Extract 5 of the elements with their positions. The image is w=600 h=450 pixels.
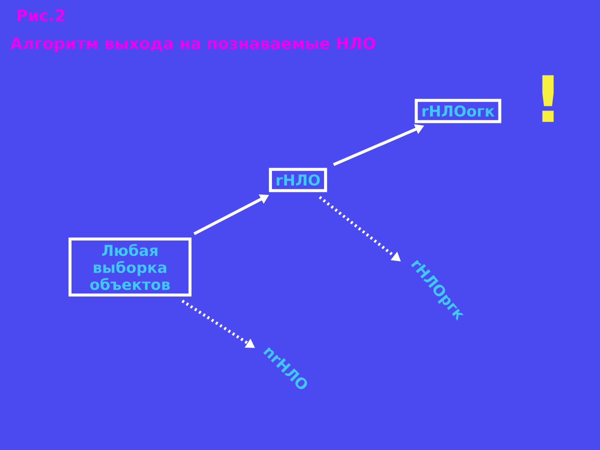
process-box: rНЛОогк — [414, 98, 502, 124]
process-box: rНЛО — [268, 168, 328, 192]
figure-number: Рис.2 — [18, 9, 64, 22]
process-box: Любая выборка объектов — [68, 237, 192, 297]
title: Алгоритм выхода на познаваемые НЛО — [10, 37, 376, 52]
